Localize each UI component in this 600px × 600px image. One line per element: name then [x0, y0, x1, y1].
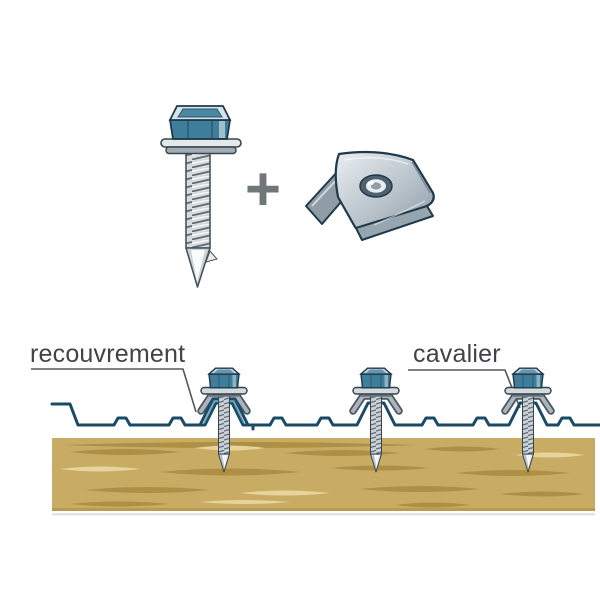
label-cavalier: cavalier — [413, 340, 501, 368]
big-screw-tip-tooth — [205, 250, 218, 263]
big-screw-shaft — [185, 151, 211, 249]
big-hex-head-facets — [187, 120, 213, 139]
big-screw-seal — [165, 146, 237, 155]
clip-hole-glint — [368, 181, 374, 185]
overlap-sheet — [198, 397, 255, 431]
clip-crease-front — [373, 200, 426, 226]
big-screw-tip-flute — [191, 250, 205, 282]
cavalier-leader-line — [408, 369, 521, 409]
big-hex-head-glint — [219, 121, 225, 138]
big-screw-washer — [160, 138, 242, 148]
recouvrement-leader-line — [31, 368, 197, 413]
clip-crease-top — [343, 157, 409, 165]
clip-crease-right — [411, 161, 431, 194]
clip-product-illustration — [305, 150, 435, 241]
roof-cross-section: recouvrement cavalier — [30, 340, 600, 516]
clip-front-lip — [355, 205, 434, 241]
screw-product-illustration — [160, 105, 242, 288]
wood-shadow — [52, 513, 595, 516]
plus-sign: + — [245, 155, 281, 224]
corrugated-sheet — [50, 401, 600, 427]
label-recouvrement: recouvrement — [30, 340, 185, 368]
wood-batten — [52, 438, 595, 516]
big-hex-head-top-face — [177, 108, 223, 118]
